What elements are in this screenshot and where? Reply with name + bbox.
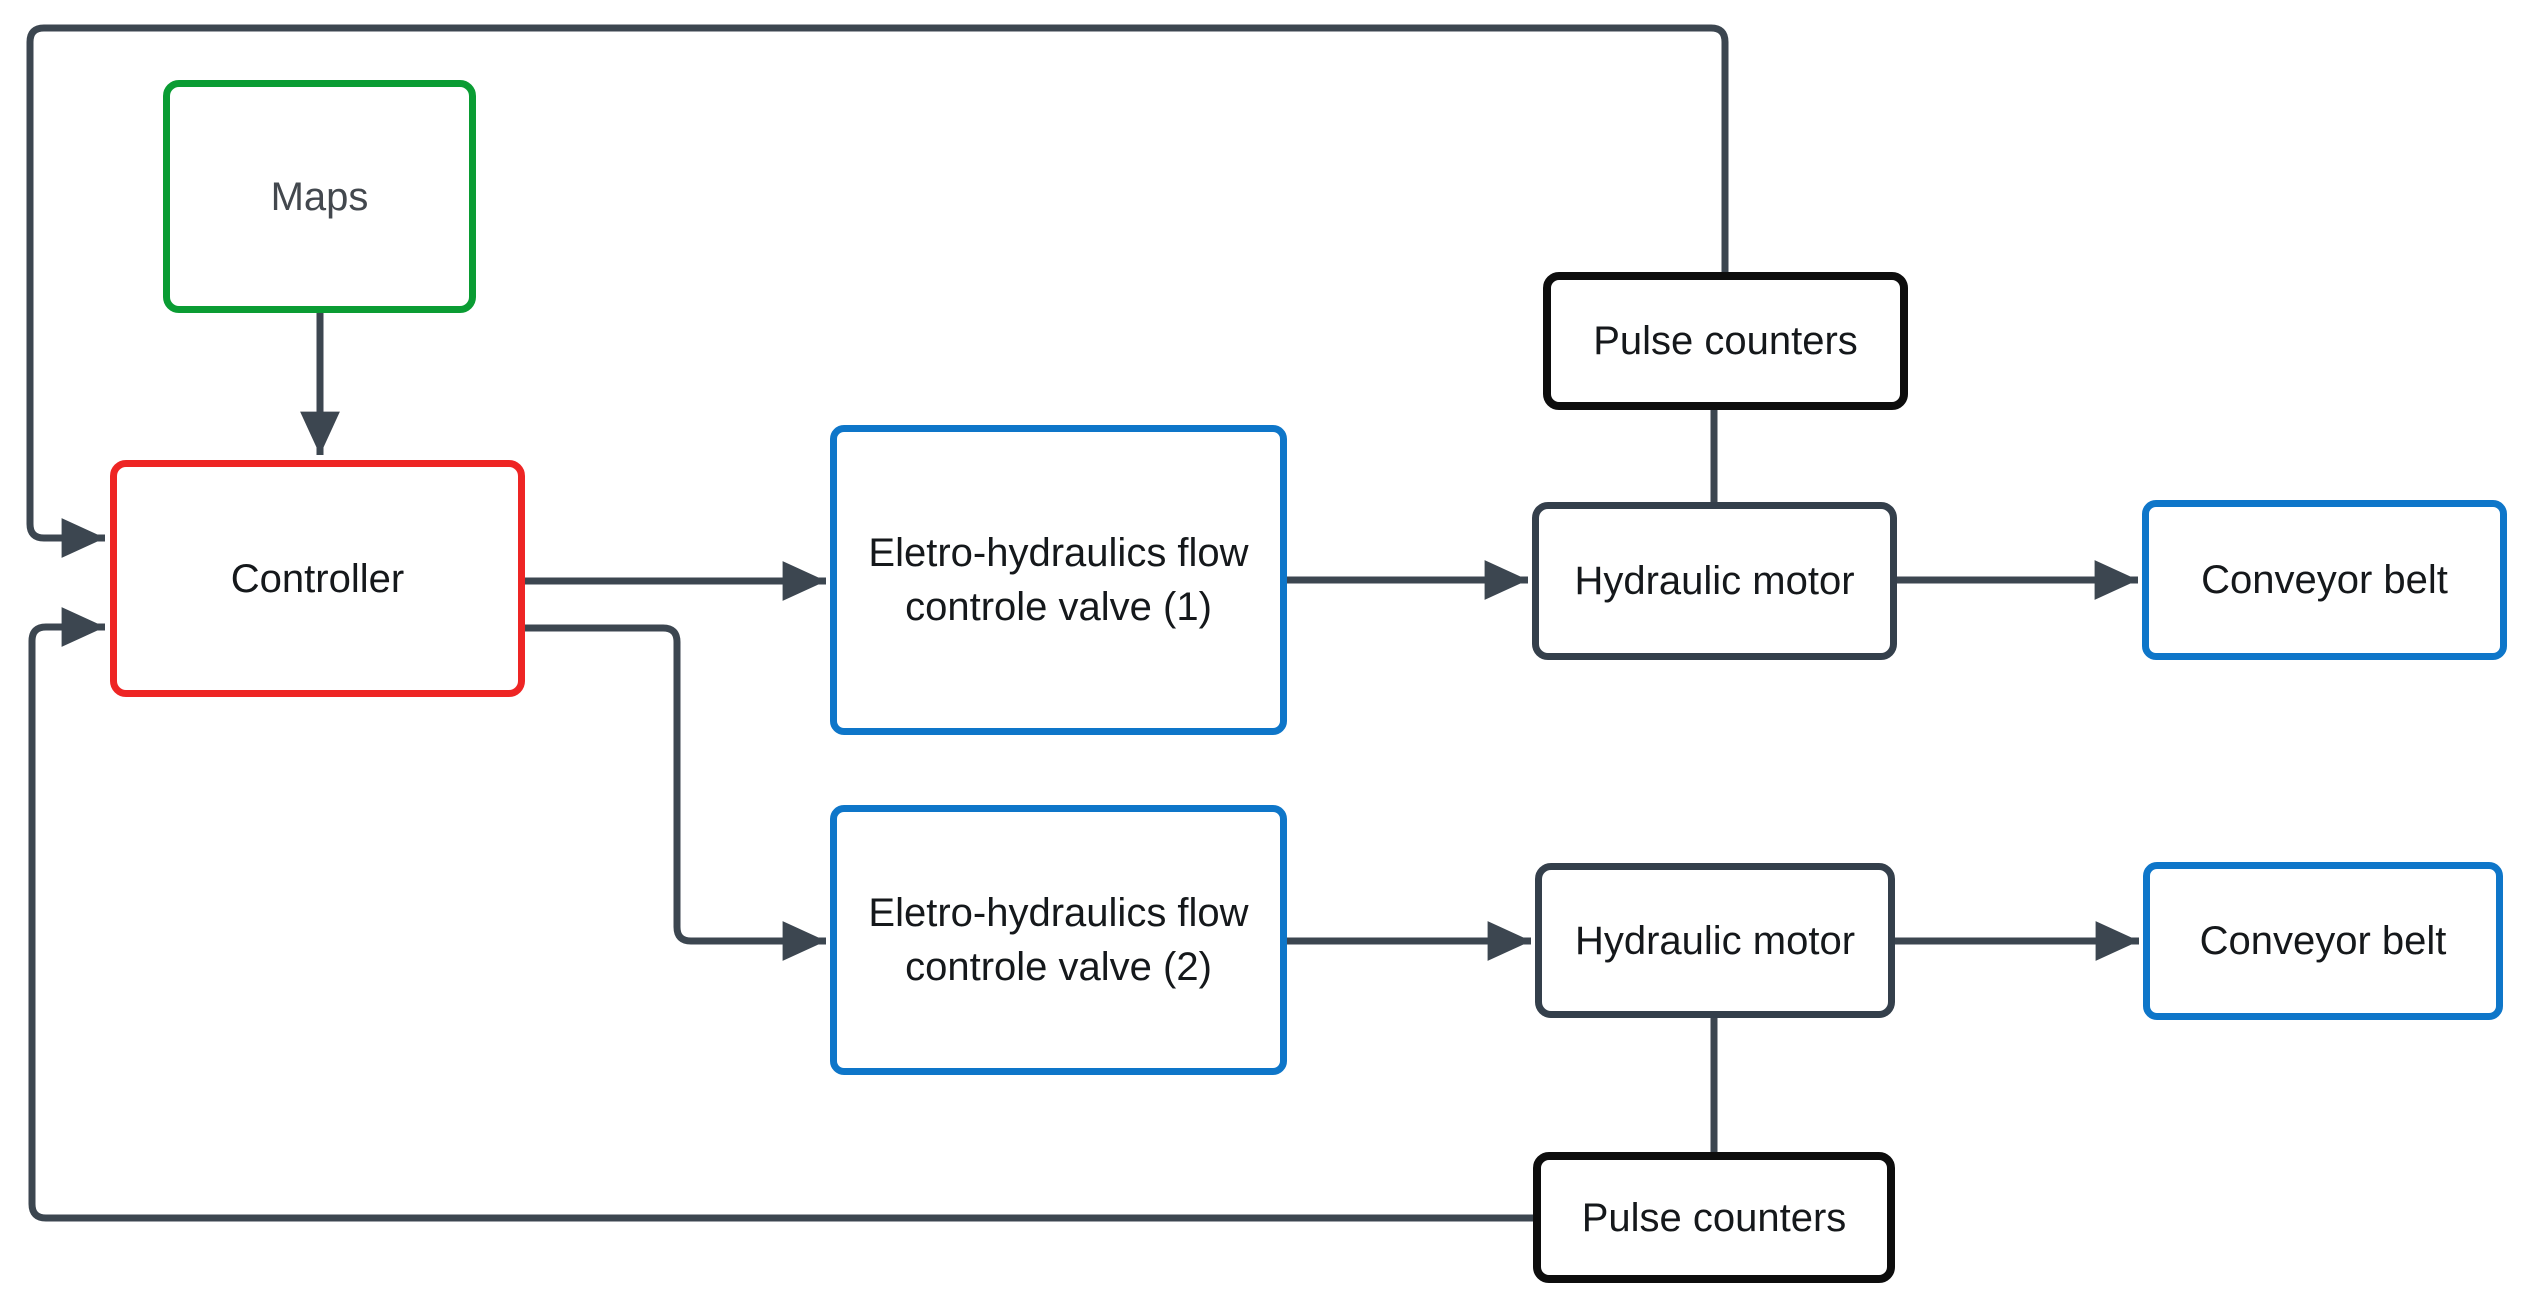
node-valve-1-label-line-2: controle valve (1) — [905, 585, 1212, 629]
edge-controller-to-valve-2 — [525, 624, 826, 961]
edge-pulse-bottom-to-controller — [28, 607, 1533, 1222]
node-pulse-counters-top: Pulse counters — [1543, 272, 1908, 410]
node-valve-1: Eletro-hydraulics flow controle valve (1… — [830, 425, 1287, 735]
node-valve-1-label-line-1: Eletro-hydraulics flow — [868, 531, 1249, 575]
node-hydraulic-motor-bottom-label: Hydraulic motor — [1574, 918, 1856, 963]
node-conveyor-belt-bottom-label: Conveyor belt — [2199, 919, 2447, 963]
edge-pulse-top-to-controller — [26, 24, 1729, 558]
node-pulse-counters-bottom-label: Pulse counters — [1581, 1195, 1847, 1240]
node-valve-2-label-line-1: Eletro-hydraulics flow — [868, 891, 1249, 935]
node-hydraulic-motor-top-label: Hydraulic motor — [1574, 559, 1855, 603]
node-pulse-counters-bottom: Pulse counters — [1533, 1152, 1895, 1283]
node-controller-label: Controller — [230, 556, 405, 601]
node-valve-2: Eletro-hydraulics flow controle valve (2… — [830, 805, 1287, 1075]
node-valve-2-label-line-2: controle valve (2) — [905, 945, 1212, 989]
node-conveyor-belt-bottom: Conveyor belt — [2143, 862, 2503, 1020]
node-maps-label: Maps — [270, 174, 369, 219]
node-controller: Controller — [110, 460, 525, 697]
node-pulse-counters-top-label: Pulse counters — [1593, 319, 1858, 363]
node-conveyor-belt-top-label: Conveyor belt — [2201, 558, 2448, 602]
node-hydraulic-motor-bottom: Hydraulic motor — [1535, 863, 1895, 1018]
node-maps: Maps — [163, 80, 476, 313]
node-conveyor-belt-top: Conveyor belt — [2142, 500, 2507, 660]
node-hydraulic-motor-top: Hydraulic motor — [1532, 502, 1897, 660]
